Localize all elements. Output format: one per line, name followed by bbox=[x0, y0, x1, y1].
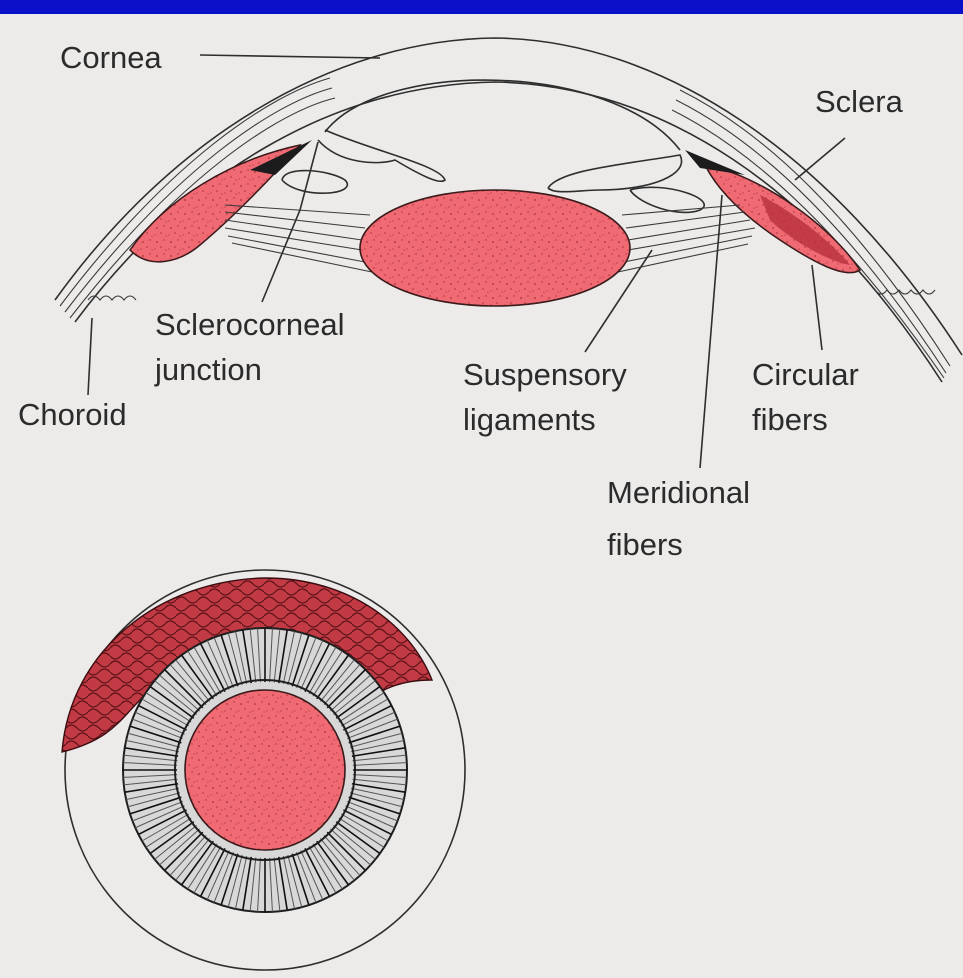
lens bbox=[360, 190, 630, 306]
leader-circular bbox=[812, 265, 822, 350]
leader-choroid bbox=[88, 318, 92, 395]
leader-cornea bbox=[200, 55, 380, 58]
lens-frontal bbox=[185, 690, 345, 850]
label-sclerocorneal-line1: Sclerocorneal bbox=[155, 307, 345, 342]
cross-section-diagram: Cornea Sclera Sclerocorneal junction Cho… bbox=[18, 38, 962, 562]
label-circular-line1: Circular bbox=[752, 357, 859, 392]
iris-right bbox=[548, 155, 682, 192]
anterior-chamber-curve bbox=[325, 80, 680, 150]
lens-capsule-left bbox=[282, 171, 347, 194]
label-meridional-line2: fibers bbox=[607, 527, 683, 562]
choroid-wave-left bbox=[88, 296, 136, 300]
label-circular-line2: fibers bbox=[752, 402, 828, 437]
label-sclerocorneal-line2: junction bbox=[154, 352, 262, 387]
iris-left bbox=[318, 130, 445, 181]
label-suspensory-line1: Suspensory bbox=[463, 357, 627, 392]
label-sclera: Sclera bbox=[815, 84, 904, 119]
leader-sclera bbox=[795, 138, 845, 180]
label-choroid: Choroid bbox=[18, 397, 127, 432]
frontal-view-diagram bbox=[62, 570, 465, 970]
label-cornea: Cornea bbox=[60, 40, 162, 75]
label-meridional-line1: Meridional bbox=[607, 475, 750, 510]
choroid-wave-right bbox=[875, 290, 935, 294]
label-suspensory-line2: ligaments bbox=[463, 402, 596, 437]
